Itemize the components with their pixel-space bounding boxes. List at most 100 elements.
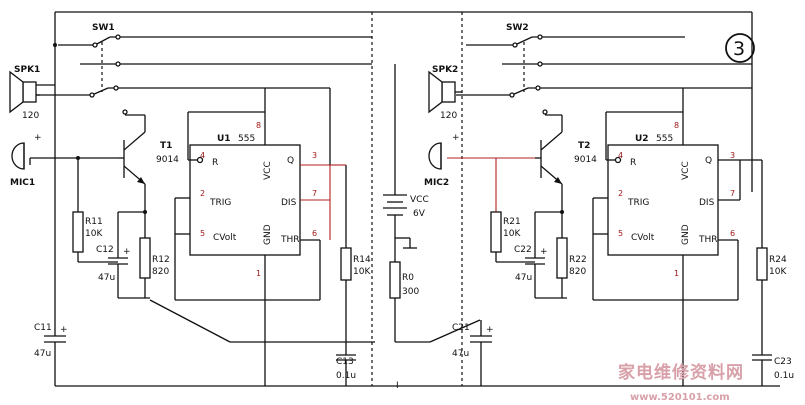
ic-type: 555 bbox=[656, 134, 673, 144]
capacitor-c22: + C22 47u bbox=[514, 210, 567, 299]
resistor-r14: R14 10K bbox=[329, 88, 371, 355]
mic-mic1: MIC1 + bbox=[10, 133, 118, 188]
supply-voltage: 6V bbox=[413, 209, 426, 219]
speaker-value: 120 bbox=[440, 111, 457, 121]
speaker-spk2: SPK2 120 bbox=[428, 65, 462, 121]
capacitor-label: C12 bbox=[96, 245, 114, 255]
pin-num-1: 1 bbox=[256, 269, 261, 278]
ic-u1: U1 555 R VCC Q TRIG DIS CVolt GND THR 4 … bbox=[174, 88, 331, 386]
pin-q: Q bbox=[705, 156, 712, 166]
pin-cvolt: CVolt bbox=[631, 233, 655, 243]
switch-sw2: SW2 bbox=[456, 23, 752, 115]
shared-wiring bbox=[54, 11, 780, 387]
watermark-text: 家电维修资料网 bbox=[618, 362, 744, 383]
switch-label: SW2 bbox=[506, 23, 529, 33]
capacitor-label: C23 bbox=[774, 357, 792, 367]
watermark-url: www.520101.com bbox=[630, 392, 730, 403]
pin-num-3: 3 bbox=[730, 151, 735, 160]
ic-u2: U2 555 R VCC Q TRIG DIS CVolt GND THR 4 … bbox=[592, 88, 752, 386]
pin-num-1: 1 bbox=[674, 269, 679, 278]
pin-dis: DIS bbox=[281, 198, 297, 208]
supply-resistor-value: 300 bbox=[402, 287, 419, 297]
switch-sw1: SW1 bbox=[35, 23, 372, 115]
resistor-label: R24 bbox=[769, 255, 787, 265]
resistor-r22: R22 820 bbox=[556, 212, 587, 298]
pin-thr: THR bbox=[280, 235, 300, 245]
resistor-value: 820 bbox=[569, 267, 586, 277]
supply-label: VCC bbox=[410, 195, 429, 205]
svg-text:+: + bbox=[123, 247, 131, 257]
capacitor-label: C13 bbox=[336, 357, 354, 367]
resistor-label: R14 bbox=[353, 255, 371, 265]
speaker-label: SPK2 bbox=[432, 65, 458, 75]
pin-trig: TRIG bbox=[209, 198, 231, 208]
capacitor-c11: + C11 47u bbox=[34, 320, 68, 359]
speaker-spk1: SPK1 120 bbox=[9, 65, 55, 121]
pin-thr: THR bbox=[698, 235, 718, 245]
capacitor-value: 47u bbox=[98, 273, 115, 283]
resistor-r12: R12 820 bbox=[139, 212, 170, 298]
resistor-value: 10K bbox=[353, 267, 371, 277]
pin-gnd: GND bbox=[263, 224, 273, 245]
pin-num-7: 7 bbox=[312, 189, 317, 198]
pin-r: R bbox=[630, 158, 636, 168]
pin-num-2: 2 bbox=[200, 189, 205, 198]
capacitor-c23: C23 0.1u bbox=[752, 354, 794, 386]
mic-mic2: MIC2 + bbox=[424, 133, 535, 188]
pin-num-8: 8 bbox=[256, 121, 261, 130]
capacitor-label: C22 bbox=[514, 245, 532, 255]
capacitor-label: C21 bbox=[452, 323, 470, 333]
resistor-label: R11 bbox=[85, 217, 103, 227]
speaker-label: SPK1 bbox=[14, 65, 40, 75]
pin-num-2: 2 bbox=[618, 189, 623, 198]
resistor-value: 10K bbox=[503, 229, 521, 239]
resistor-label: R12 bbox=[152, 255, 170, 265]
capacitor-value: 47u bbox=[515, 273, 532, 283]
pin-vcc: VCC bbox=[263, 161, 273, 180]
speaker-value: 120 bbox=[22, 111, 39, 121]
pin-r: R bbox=[212, 158, 218, 168]
pin-num-4: 4 bbox=[200, 151, 205, 160]
switch-label: SW1 bbox=[92, 23, 115, 33]
power-supply: VCC 6V R0 300 I bbox=[383, 64, 429, 391]
svg-text:+: + bbox=[34, 133, 42, 143]
pin-num-4: 4 bbox=[618, 151, 623, 160]
transistor-t2: T2 9014 bbox=[535, 114, 597, 212]
pin-num-6: 6 bbox=[312, 229, 317, 238]
mic-label: MIC2 bbox=[424, 178, 449, 188]
transistor-label: T1 bbox=[160, 141, 172, 151]
pin-dis: DIS bbox=[699, 198, 715, 208]
svg-text:+: + bbox=[452, 133, 460, 143]
capacitor-c13: C13 0.1u bbox=[336, 354, 356, 386]
ic-type: 555 bbox=[238, 134, 255, 144]
pin-num-5: 5 bbox=[618, 229, 623, 238]
circuit-number: 3 bbox=[733, 38, 745, 60]
ic-label: U1 bbox=[217, 134, 231, 144]
pin-q: Q bbox=[287, 156, 294, 166]
resistor-r24: R24 10K bbox=[752, 159, 787, 355]
resistor-label: R22 bbox=[569, 255, 587, 265]
transistor-label: T2 bbox=[578, 141, 590, 151]
capacitor-label: C11 bbox=[34, 323, 52, 333]
pin-num-7: 7 bbox=[730, 189, 735, 198]
supply-resistor-label: R0 bbox=[402, 273, 414, 283]
capacitor-c12: + C12 47u bbox=[96, 210, 150, 299]
mic-label: MIC1 bbox=[10, 178, 35, 188]
pin-gnd: GND bbox=[681, 224, 691, 245]
svg-text:+: + bbox=[60, 325, 68, 335]
capacitor-value: 47u bbox=[34, 349, 51, 359]
resistor-value: 820 bbox=[152, 267, 169, 277]
capacitor-c21: + C21 47u bbox=[452, 320, 494, 386]
watermark: 家电维修资料网 www.520101.com bbox=[618, 362, 744, 403]
resistor-value: 10K bbox=[85, 229, 103, 239]
resistor-value: 10K bbox=[769, 267, 787, 277]
pin-cvolt: CVolt bbox=[213, 233, 237, 243]
pin-num-5: 5 bbox=[200, 229, 205, 238]
transistor-type: 9014 bbox=[574, 155, 597, 165]
ic-label: U2 bbox=[635, 134, 649, 144]
pin-trig: TRIG bbox=[627, 198, 649, 208]
transistor-type: 9014 bbox=[156, 155, 179, 165]
bottom-marker: I bbox=[396, 381, 399, 391]
pin-vcc: VCC bbox=[681, 161, 691, 180]
